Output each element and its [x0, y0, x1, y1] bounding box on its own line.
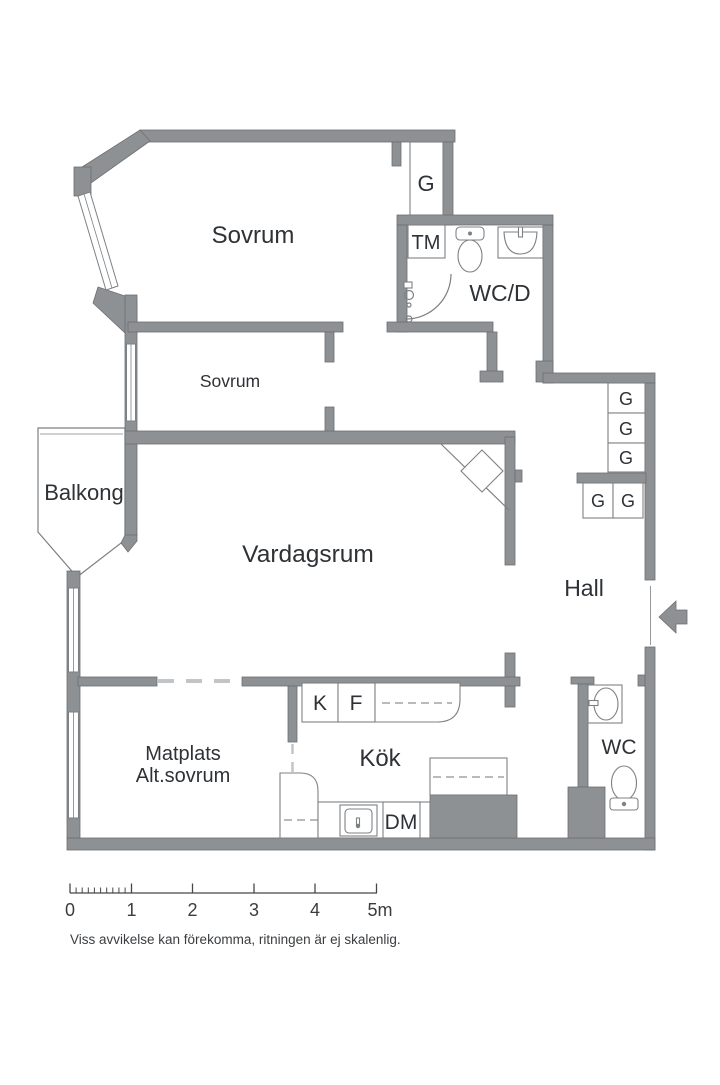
disclaimer-text: Viss avvikelse kan förekomma, ritningen … [70, 932, 401, 947]
scale-tick-0: 0 [65, 900, 75, 920]
kitchen-shaft [429, 794, 518, 839]
fixture-label-tm: TM [412, 232, 441, 254]
room-label-alt-sovrum: Alt.sovrum [136, 765, 230, 787]
walls [66, 129, 656, 851]
room-label-vardagsrum: Vardagsrum [242, 541, 374, 568]
closet-label-g5: G [621, 491, 635, 511]
shafts [429, 786, 606, 839]
closet-hall-2 [607, 412, 646, 444]
wc-fixtures [587, 684, 639, 811]
sink-basin [503, 231, 538, 255]
room-label-kok: Kök [359, 745, 401, 772]
toilet-bowl [457, 239, 483, 273]
wc-sink-tap [588, 699, 599, 707]
counter-top [374, 682, 461, 723]
room-labels: Sovrum G TM WC/D Sovrum Balkong Vardagsr… [44, 171, 636, 834]
scale-bar [69, 883, 378, 894]
fridge [301, 682, 339, 723]
scale-tick-2: 2 [187, 900, 197, 920]
shower-head [403, 281, 413, 289]
closet-label-g4: G [591, 491, 605, 511]
wc-shaft [567, 786, 606, 839]
entry-arrow-icon [658, 600, 688, 634]
room-label-hall: Hall [564, 575, 604, 601]
room-label-matplats: Matplats [145, 743, 221, 765]
fixture-label-dm: DM [385, 811, 418, 834]
scale-labels: 0 1 2 3 4 5m Viss avvikelse kan förekomm… [65, 900, 401, 947]
counter-left [279, 772, 319, 839]
shower-hinge [405, 315, 413, 323]
closet-label-g1: G [619, 389, 633, 409]
counter-right [429, 757, 508, 796]
dishwasher [382, 801, 421, 839]
room-label-sovrum-large: Sovrum [212, 222, 295, 249]
openings [158, 679, 294, 776]
kitchen-fixtures [279, 682, 508, 839]
scale-tick-5: 5m [367, 900, 392, 920]
entry [650, 586, 688, 645]
room-label-wcd: WC/D [469, 280, 530, 306]
closet-label-g-top: G [417, 171, 434, 196]
closet-hall-5 [612, 482, 644, 519]
closet-top [409, 141, 444, 216]
scale-tick-4: 4 [310, 900, 320, 920]
corner-wardrobe-door [460, 449, 504, 493]
closet-label-g3: G [619, 448, 633, 468]
room-label-balkong: Balkong [44, 480, 124, 505]
wc-toilet-bowl [610, 765, 638, 801]
freezer [337, 682, 376, 723]
sink-tap [517, 226, 524, 238]
scale-tick-1: 1 [126, 900, 136, 920]
shower-door-arc [406, 273, 452, 320]
fixture-label-k: K [313, 692, 327, 715]
balcony-outline [37, 427, 126, 578]
room-label-wc: WC [602, 736, 637, 759]
closet-hall-4 [582, 482, 614, 519]
bathroom-wcd-fixtures [403, 224, 544, 323]
closet-label-g2: G [619, 419, 633, 439]
windows [68, 191, 136, 819]
fixture-label-f: F [350, 692, 363, 715]
room-label-sovrum-small: Sovrum [200, 371, 260, 391]
closet-hall-3 [607, 442, 646, 473]
closet-hall-1 [607, 382, 646, 414]
washing-machine [407, 224, 446, 259]
scale-tick-3: 3 [249, 900, 259, 920]
closets [409, 141, 646, 519]
